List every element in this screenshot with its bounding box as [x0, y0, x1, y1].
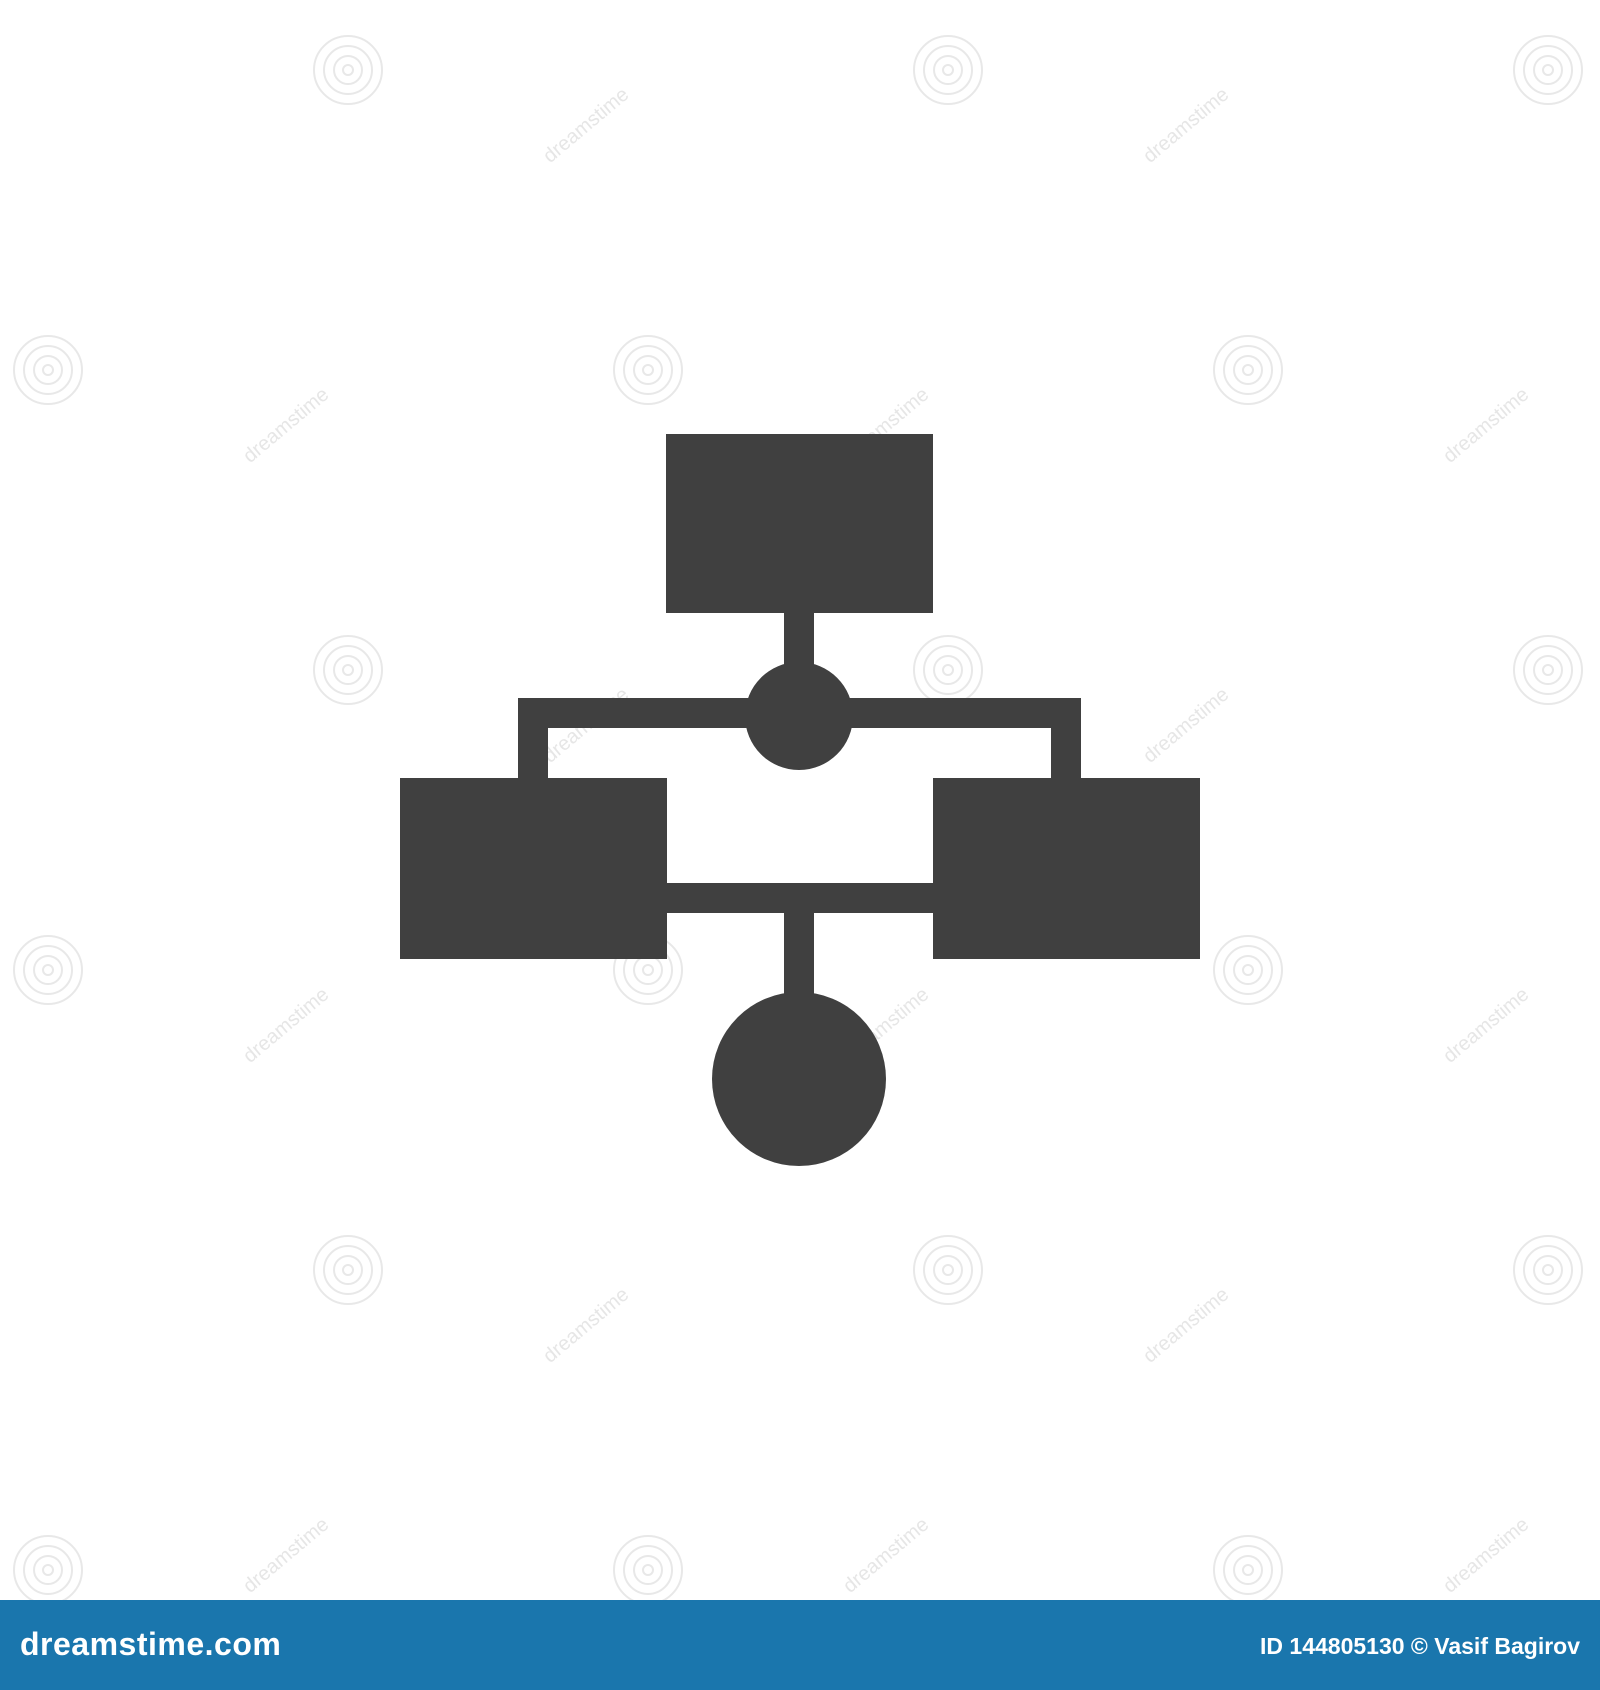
flowchart-shapes — [400, 434, 1200, 1166]
footer-credit-bar: dreamstime.com ID 144805130 © Vasif Bagi… — [0, 1600, 1600, 1690]
flowchart-bottom-circle — [712, 992, 886, 1166]
footer-image-credit: ID 144805130 © Vasif Bagirov — [1260, 1633, 1580, 1659]
flowchart-icon — [400, 434, 1200, 1166]
footer-brand-logo: dreamstime.com — [20, 1626, 282, 1662]
flowchart-branch-bar — [518, 698, 1081, 728]
flowchart-bottom-stem — [784, 911, 814, 997]
flowchart-right-box — [933, 778, 1200, 959]
flowchart-left-box — [400, 778, 667, 959]
flowchart-top-box — [666, 434, 933, 613]
flowchart-left-drop — [518, 698, 548, 780]
flowchart-top-stem — [784, 610, 814, 665]
flowchart-right-drop — [1051, 698, 1081, 780]
flowchart-join-bar — [665, 883, 935, 913]
